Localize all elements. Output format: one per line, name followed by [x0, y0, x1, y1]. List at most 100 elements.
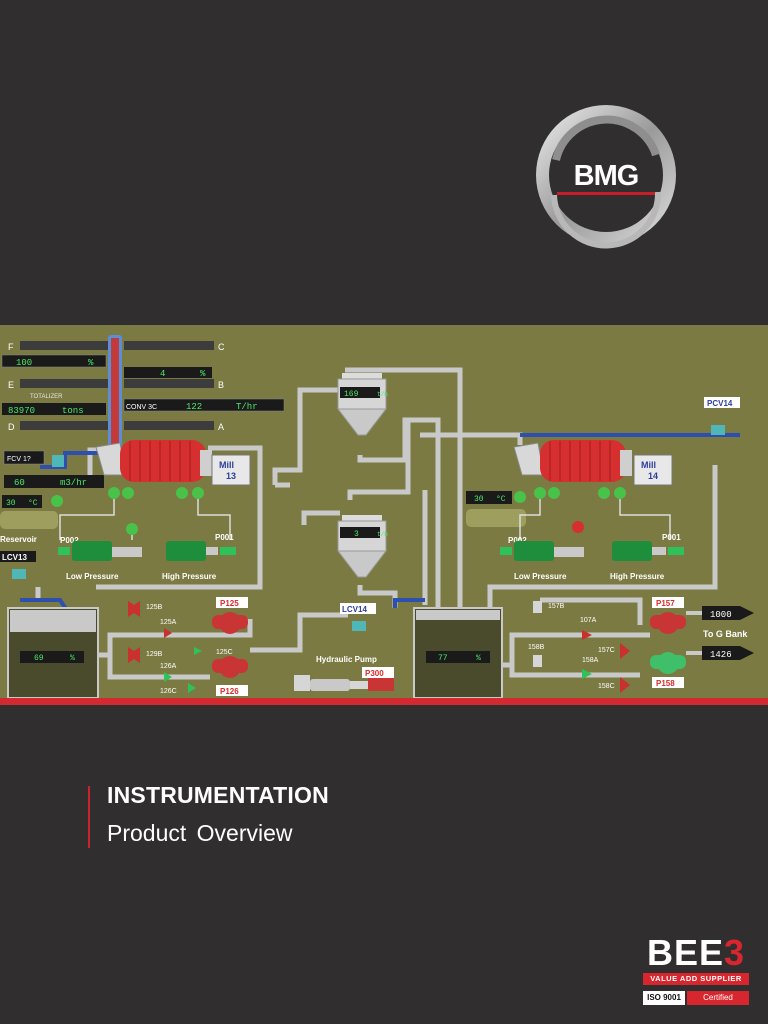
right-readout: 30 °C [466, 491, 526, 527]
p125-label: P125 [220, 599, 239, 608]
bee3-wordmark: BEE3 [643, 935, 749, 971]
conv-readout: 122 [186, 402, 202, 412]
left-tank-level: 69 [34, 654, 44, 663]
bee3-tagline: VALUE ADD SUPPLIER [643, 973, 749, 985]
valve-158a: 158A [582, 657, 599, 664]
temp-unit: °C [28, 499, 38, 508]
panel-letter: B [218, 380, 224, 390]
to-g-bank-label: To G Bank [703, 629, 748, 639]
p157-label: P157 [656, 599, 675, 608]
hopper-2: 3 t/h [336, 515, 388, 578]
output-1-readout: 1000 [710, 610, 732, 620]
mill-14: PCV14 Mill 14 [513, 397, 740, 533]
p126-label: P126 [220, 687, 239, 696]
fcv-label: FCV 1? [7, 456, 31, 463]
document-subtitle: Product Overview [107, 820, 293, 846]
valve-157c: 157C [598, 647, 615, 654]
panel-letter: D [8, 422, 15, 432]
hydraulic-pump-label: Hydraulic Pump [316, 655, 377, 664]
valve-126a: 126A [160, 663, 177, 670]
right-reservoir-tank [466, 509, 526, 527]
valve-126c: 126C [160, 688, 177, 695]
p001-left-label: P001 [215, 533, 234, 542]
pipe-network [35, 367, 718, 680]
valve-125a: 125A [160, 619, 177, 626]
valve-158c: 158C [598, 683, 615, 690]
flow-readout: 60 [14, 478, 25, 488]
p300-label: P300 [365, 669, 384, 678]
left-tank-unit: % [70, 654, 75, 663]
conv-label: CONV 3C [126, 404, 157, 411]
bmg-ring-icon [536, 105, 676, 249]
right-temp-unit: °C [496, 495, 506, 504]
bmg-logo: BMG [526, 100, 686, 250]
valve-157b: 157B [548, 603, 565, 610]
document-title: INSTRUMENTATION [107, 782, 329, 808]
left-valve-cluster: 125B 125A 129B 126A 126C 125C P125 P126 [128, 597, 248, 696]
panel-letter: E [8, 380, 14, 390]
pcv14-label: PCV14 [707, 399, 733, 408]
low-pressure-left: Low Pressure [66, 572, 119, 581]
p158-label: P158 [656, 679, 675, 688]
left-tank-area: LCV13 69 % [0, 551, 99, 699]
conv-unit: T/hr [236, 402, 258, 412]
mid-tank-level: 77 [438, 654, 448, 663]
left-control-panel: F C E B D A 100 % 4 % TOTALIZER 83970 to… [0, 335, 285, 544]
mill-13-number: 13 [226, 471, 236, 481]
p001-right-label: P001 [662, 533, 681, 542]
hopper-1-unit: t/h [377, 391, 388, 398]
lcv14-label: LCV14 [342, 605, 367, 614]
flow-unit: m3/hr [60, 478, 87, 488]
flow-valve-icon [52, 455, 64, 467]
mid-tank-unit: % [476, 654, 481, 663]
mill-14-label: Mill [641, 460, 656, 470]
p002-right-label: P002 [508, 536, 527, 545]
logo-underline [557, 192, 655, 195]
valve-107a: 107A [580, 617, 597, 624]
reservoir-label: Reservoir [0, 535, 37, 544]
mill-13: Mill 13 [95, 440, 251, 535]
right-valve-cluster: 157B 107A 157C 158B 158A 158C P157 P158 … [528, 597, 754, 693]
low-pressure-right: Low Pressure [514, 572, 567, 581]
output-2-readout: 1426 [710, 650, 732, 660]
mill-13-label: Mill [219, 460, 234, 470]
pcv14-valve-icon [711, 425, 725, 435]
middle-tank: 77 % [413, 607, 503, 699]
scada-screenshot: F C E B D A 100 % 4 % TOTALIZER 83970 to… [0, 325, 768, 699]
lcv13-label: LCV13 [2, 553, 27, 562]
lcv13-valve-icon [12, 569, 26, 579]
right-pump-group: P002 P001 Low Pressure High Pressure [500, 499, 684, 581]
iso-label: ISO 9001 [643, 991, 685, 1005]
valve-125b: 125B [146, 604, 163, 611]
bee3-brand: BEE [646, 932, 724, 973]
temp-readout: 30 [6, 499, 16, 508]
hopper-2-value: 3 [354, 530, 359, 539]
b-readout: 4 [160, 369, 165, 379]
valve-125c: 125C [216, 649, 233, 656]
totalizer-label: TOTALIZER [30, 394, 63, 400]
b-unit: % [200, 369, 206, 379]
high-pressure-right: High Pressure [610, 572, 665, 581]
hopper-1-value: 169 [344, 390, 359, 399]
hopper-1: 169 t/h [336, 373, 388, 436]
valve-129b: 129B [146, 651, 163, 658]
valve-158b: 158B [528, 644, 545, 651]
hydraulic-pump-area: LCV14 Hydraulic Pump P300 [294, 603, 394, 691]
certified-label: Certified [687, 991, 749, 1005]
panel-letter: A [218, 422, 224, 432]
totalizer-readout: 83970 [8, 406, 35, 416]
p002-left-label: P002 [60, 536, 79, 545]
reservoir-tank [0, 511, 58, 529]
right-temp-readout: 30 [474, 495, 484, 504]
bee3-brand-number: 3 [724, 932, 746, 973]
mill-14-number: 14 [648, 471, 658, 481]
lcv14-valve-icon [352, 621, 366, 631]
hopper-2-unit: t/h [377, 531, 388, 538]
totalizer-unit: tons [62, 406, 84, 416]
bee3-badge: BEE3 VALUE ADD SUPPLIER ISO 9001 Certifi… [643, 935, 749, 1007]
panel-letter: F [8, 342, 14, 352]
red-divider-band [0, 698, 768, 705]
title-accent-rule [88, 786, 90, 848]
logo-text: BMG [573, 160, 640, 192]
panel-letter: C [218, 342, 225, 352]
